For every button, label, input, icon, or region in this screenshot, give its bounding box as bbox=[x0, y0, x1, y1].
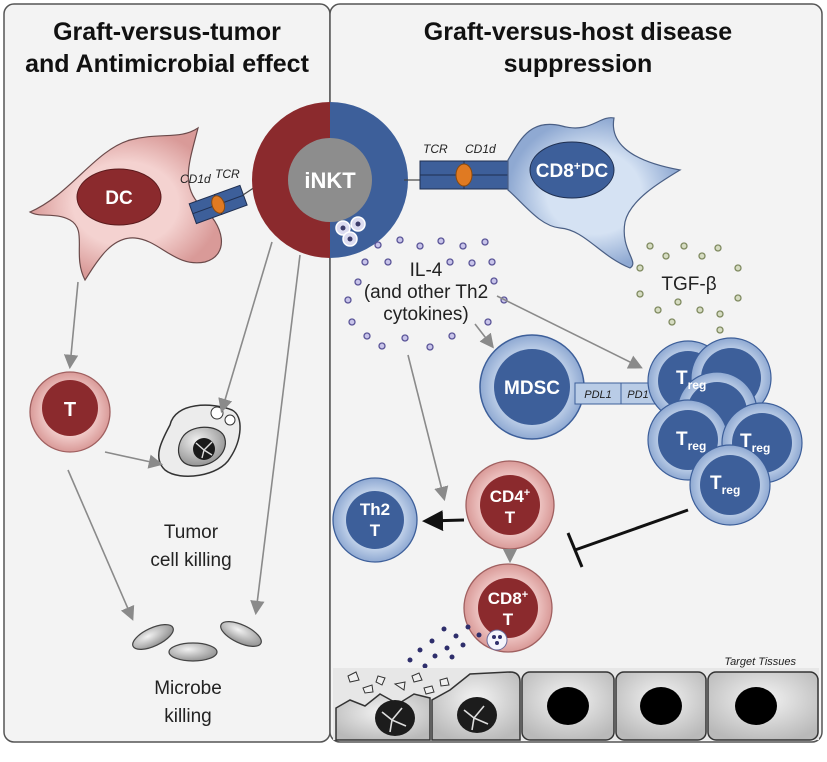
arrow-il4-to-mdsc bbox=[474, 323, 494, 349]
damaged-tissue-cell bbox=[335, 693, 431, 741]
cd8-granule bbox=[486, 629, 508, 651]
left-t-label: T bbox=[64, 399, 76, 421]
inkt-nucleus bbox=[288, 138, 372, 222]
treg-label: Treg bbox=[676, 429, 706, 453]
il4-label-line2: (and other Th2 bbox=[364, 282, 488, 303]
gray-arrows bbox=[63, 241, 643, 621]
left-tcr-label: TCR bbox=[215, 167, 240, 181]
tissue-debris bbox=[347, 671, 450, 695]
th2-label-line2: T bbox=[370, 521, 381, 540]
treg-label: Treg bbox=[740, 431, 770, 455]
th2-nucleus bbox=[346, 491, 404, 549]
treg-cluster bbox=[647, 337, 803, 526]
cd8-label-line1: CD8+ bbox=[488, 589, 528, 608]
cd8-label-line2: T bbox=[503, 610, 514, 629]
inkt-granules bbox=[335, 216, 366, 247]
dc-nucleus bbox=[76, 168, 162, 226]
tgfb-label: TGF-β bbox=[661, 274, 716, 295]
tissue-cell bbox=[521, 671, 615, 741]
right-title-line1: Graft-versus-host disease bbox=[424, 18, 733, 46]
right-tcr-cd1d-complex bbox=[419, 160, 509, 190]
left-title-line1: Graft-versus-tumor bbox=[53, 18, 281, 46]
treg-label: Treg bbox=[710, 473, 740, 497]
arrow-inkt-to-tumor bbox=[218, 241, 273, 414]
dc-label: DC bbox=[105, 188, 133, 209]
pdl1-pd1-bridge bbox=[574, 382, 656, 405]
arrow-t-to-tumor bbox=[104, 451, 164, 469]
th2-label-line1: Th2 bbox=[360, 500, 390, 519]
tissue-cell bbox=[615, 671, 707, 741]
il4-label-line1: IL-4 bbox=[410, 260, 443, 281]
target-tissues-label: Target Tissues bbox=[724, 656, 796, 668]
tumor-cell bbox=[158, 404, 241, 477]
arrow-il4-to-cd4 bbox=[407, 354, 449, 502]
treg-label: Treg bbox=[676, 368, 706, 392]
left-cd1d-tcr-complex bbox=[188, 184, 248, 225]
tgfb-dots bbox=[636, 242, 742, 334]
cd4-label-line1: CD4+ bbox=[490, 487, 530, 506]
il4-cytokine-dots bbox=[344, 236, 508, 351]
left-cd1d-label: CD1d bbox=[180, 172, 211, 186]
left-t-nucleus bbox=[42, 380, 98, 436]
cd8-dc-nucleus bbox=[529, 141, 615, 199]
right-cd1d-label: CD1d bbox=[465, 142, 496, 156]
cd8-t-nucleus bbox=[478, 578, 538, 638]
il4-label-line3: cytokines) bbox=[383, 304, 469, 325]
cd4-label-line2: T bbox=[505, 508, 516, 527]
inkt-label: iNKT bbox=[304, 168, 356, 193]
right-tcr-label: TCR bbox=[423, 142, 448, 156]
cd8-dc-label: CD8+DC bbox=[536, 159, 609, 182]
arrow-dc-to-t bbox=[63, 281, 79, 370]
tissue-cell bbox=[707, 671, 819, 741]
tumor-killing-label-line2: cell killing bbox=[150, 550, 231, 571]
microbe-killing-label-line1: Microbe bbox=[154, 678, 222, 699]
left-title-line2: and Antimicrobial effect bbox=[25, 50, 310, 78]
treg-cell bbox=[689, 444, 771, 526]
mdsc-nucleus bbox=[494, 349, 570, 425]
damaged-tissue-cell bbox=[431, 671, 521, 741]
cd4-t-nucleus bbox=[480, 475, 540, 535]
arrow-cd4-to-th2 bbox=[422, 510, 465, 532]
pdl1-label: PDL1 bbox=[584, 389, 612, 401]
mdsc-label: MDSC bbox=[504, 378, 560, 399]
released-granule-dots bbox=[407, 624, 482, 669]
treg-inhibition bbox=[566, 508, 689, 568]
arrow-il4-to-treg bbox=[496, 295, 643, 369]
microbes bbox=[132, 621, 262, 662]
right-title-line2: suppression bbox=[504, 50, 653, 78]
pd1-label: PD1 bbox=[627, 389, 648, 401]
microbe-killing-label-line2: killing bbox=[164, 706, 212, 727]
tumor-killing-label-line1: Tumor bbox=[164, 522, 219, 543]
arrow-t-to-microbe bbox=[67, 469, 135, 621]
arrow-inkt-to-microbe bbox=[250, 254, 301, 616]
